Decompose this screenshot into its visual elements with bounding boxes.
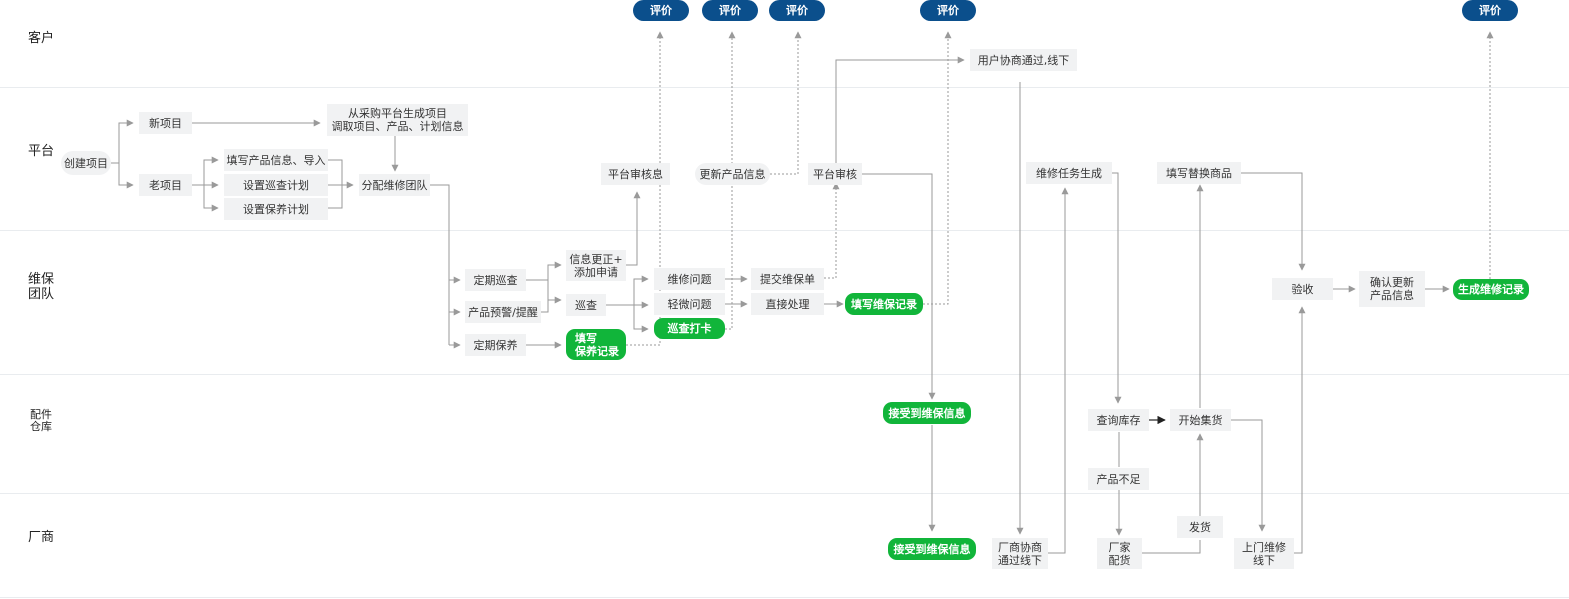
arrow xyxy=(203,185,219,212)
node-manufacturer-ship: 厂家 配货 xyxy=(1097,538,1142,569)
node-fill-maint-record: 填写 保养记录 xyxy=(566,329,626,360)
evaluate-button[interactable]: 评价 xyxy=(702,0,758,21)
lane-divider xyxy=(0,493,1569,494)
arrow xyxy=(633,305,649,333)
arrow xyxy=(862,173,936,400)
node-assign-team: 分配维修团队 xyxy=(359,174,430,196)
arrow xyxy=(770,31,802,175)
node-receive-info-manufacturer: 接受到维保信息 xyxy=(888,538,976,560)
lane-label-team: 维保团队 xyxy=(28,272,55,302)
lane-label-customer: 客户 xyxy=(28,31,55,46)
node-task-generate: 维修任务生成 xyxy=(1026,162,1112,184)
node-platform-review-verify: 平台审核息 xyxy=(601,163,670,185)
node-deliver: 发货 xyxy=(1177,516,1223,538)
arrow xyxy=(328,159,343,209)
arrow xyxy=(626,191,641,266)
node-product-alert: 产品预警/提醒 xyxy=(465,301,541,323)
lane-divider xyxy=(0,597,1569,598)
lane-divider xyxy=(0,374,1569,375)
node-receive-info-warehouse: 接受到维保信息 xyxy=(883,402,971,424)
node-patrol-checkin: 巡查打卡 xyxy=(654,318,725,339)
arrow xyxy=(1241,172,1306,271)
arrow xyxy=(192,156,219,186)
lane-label-platform: 平台 xyxy=(28,144,55,159)
node-submit-repair: 提交维保单 xyxy=(751,268,824,290)
node-user-offline: 用户协商通过,线下 xyxy=(970,49,1077,71)
arrow xyxy=(633,275,649,305)
arrow xyxy=(626,31,664,346)
evaluate-button[interactable]: 评价 xyxy=(633,0,689,21)
node-check-stock: 查询库存 xyxy=(1088,409,1149,431)
arrow xyxy=(1231,419,1266,532)
node-platform-review: 平台审核 xyxy=(808,163,862,185)
node-repair-issue: 维修问题 xyxy=(654,268,725,290)
arrow xyxy=(118,163,134,189)
node-direct-handle: 直接处理 xyxy=(751,293,824,315)
arrow xyxy=(1142,540,1201,554)
arrow xyxy=(725,31,736,330)
node-onsite-repair: 上门维修 线下 xyxy=(1234,538,1294,569)
arrow xyxy=(824,182,840,279)
node-info-correct: 信息更正+ 添加申请 xyxy=(566,250,626,281)
evaluate-button[interactable]: 评价 xyxy=(920,0,976,21)
node-from-purchase: 从采购平台生成项目 调取项目、产品、计划信息 xyxy=(327,104,468,136)
node-gen-record: 生成维修记录 xyxy=(1453,279,1529,300)
arrow xyxy=(547,280,562,304)
lane-label-warehouse: 配件仓库 xyxy=(30,408,52,433)
node-out-of-stock: 产品不足 xyxy=(1088,468,1149,490)
node-accept: 验收 xyxy=(1272,278,1333,300)
node-fill-replace: 填写替换商品 xyxy=(1157,162,1241,184)
node-fill-product-info: 填写产品信息、导入 xyxy=(224,149,328,171)
node-update-product-info: 更新产品信息 xyxy=(695,163,770,185)
node-fill-repair-record: 填写维保记录 xyxy=(845,293,923,315)
evaluate-button[interactable]: 评价 xyxy=(769,0,825,21)
arrow xyxy=(923,31,952,305)
arrow xyxy=(1294,306,1306,554)
node-new-project: 新项目 xyxy=(139,112,192,134)
arrow xyxy=(111,119,134,164)
node-minor-issue: 轻微问题 xyxy=(654,293,725,315)
node-start-collect: 开始集货 xyxy=(1170,409,1231,431)
arrow xyxy=(430,184,450,345)
node-regular-maint: 定期保养 xyxy=(465,334,526,356)
node-set-maint-plan: 设置保养计划 xyxy=(224,198,328,220)
arrow xyxy=(526,261,562,281)
lane-divider xyxy=(0,230,1569,231)
node-regular-patrol: 定期巡查 xyxy=(465,269,526,291)
node-patrol: 巡查 xyxy=(566,294,606,316)
node-set-patrol-plan: 设置巡查计划 xyxy=(224,174,328,196)
node-confirm-update: 确认更新 产品信息 xyxy=(1359,271,1425,307)
arrow xyxy=(1112,172,1122,404)
evaluate-button[interactable]: 评价 xyxy=(1462,0,1518,21)
arrow xyxy=(835,56,965,166)
arrow xyxy=(1048,187,1069,554)
node-create-project: 创建项目 xyxy=(61,151,111,175)
lane-divider xyxy=(0,87,1569,88)
arrow xyxy=(541,300,549,313)
node-manufacturer-offline: 厂商协商 通过线下 xyxy=(992,538,1048,569)
lane-label-manufacturer: 厂商 xyxy=(28,530,55,545)
node-old-project: 老项目 xyxy=(139,174,192,196)
